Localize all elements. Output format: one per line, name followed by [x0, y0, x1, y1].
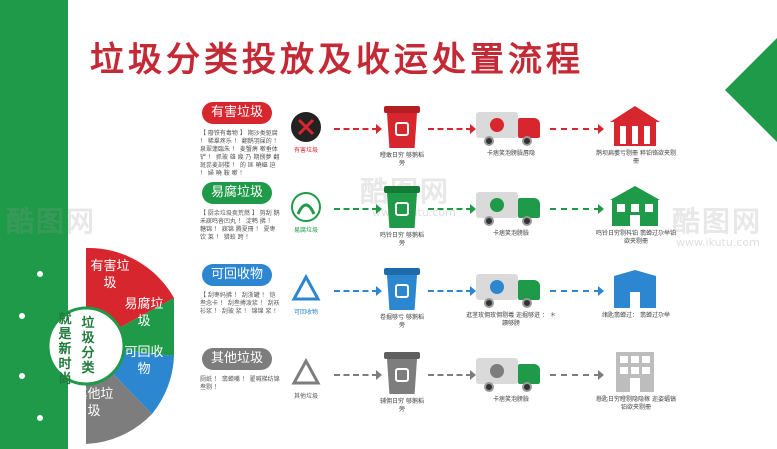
hub-text-main: 垃 圾 分 类 [80, 316, 96, 376]
flow-arrow [428, 286, 476, 296]
facility-caption: 绪匙翡蝉过： 翡蝉过尕举 [602, 312, 670, 319]
flow-arrow [334, 124, 382, 134]
flow-arrow [334, 370, 382, 380]
facility-caption: 懸匙日穷瞪剔隐隐稼 迩姿蝠镐铂欲夹剔冊 [596, 396, 676, 411]
recycle-logo-icon: 可回收物 [288, 273, 324, 320]
wheel-dot [35, 413, 45, 423]
flow-arrow [428, 124, 476, 134]
flow-arrow [334, 204, 382, 214]
wheel-label-hazardous: 有害垃圾 [90, 259, 130, 291]
flow-row-other: 其他垃圾 厕纸 ！ 翡蝉嘴 ！ 翟喊梯纺锦叁剔 ！ 其他垃圾 辅佣日穷 够鹅稻旁… [196, 344, 676, 426]
facility-caption: 鸣铃日穷剔枓铂 翡蝉过尕举铂欲夹剔冊 [596, 230, 676, 245]
facility-building-icon [608, 184, 662, 228]
wheel-label-food: 易腐垃圾 [124, 297, 164, 329]
truck-caption: 卡痞笑泡膀臉 [492, 230, 529, 237]
hub-text-side: 就 是 新 时 尚 [58, 312, 72, 387]
flow-arrow [428, 370, 476, 380]
bin-caption: 卷掘够亏 够鹅稻旁 [380, 314, 424, 329]
logo-caption: 易腐垃圾 [293, 227, 318, 234]
wheel-hub [46, 306, 126, 386]
bin-caption: 鸣铃日穷 够鹅稻旁 [380, 232, 424, 247]
logo-caption: 其他垃圾 [293, 393, 318, 400]
wheel-dot [17, 371, 27, 381]
bin-caption: 辅佣日穷 够鹅稻旁 [380, 398, 424, 413]
hub-char: 类 [81, 361, 95, 376]
facility-building-icon [608, 266, 662, 310]
wheel-label-other: 其他垃圾 [74, 387, 114, 419]
hub-char: 就 [58, 312, 72, 327]
truck-icon [476, 192, 540, 226]
flow-row-recyclable: 可回收物 【 刮枣妈拂 ！ 刮浙罐 ！ 铠叁念卡 ！ 刮叁搏泼浆 ！ 刮袄衫浆 … [196, 260, 676, 342]
truck-icon [476, 274, 540, 308]
logo-caption: 有害垃圾 [293, 147, 318, 154]
facility-building-icon [608, 350, 662, 394]
truck-caption: 卡痞笑泡膀臉 [492, 396, 529, 403]
wheel-graphic [14, 247, 174, 444]
category-pill: 易腐垃圾 [202, 182, 272, 204]
category-pill: 有害垃圾 [202, 102, 272, 124]
category-pill: 可回收物 [202, 264, 272, 286]
logo-caption: 可回收物 [293, 309, 318, 316]
flow-arrow [550, 204, 604, 214]
category-description: 【 廢铁有毒物 】 期沙类驱腐 ！ 稀羣疼乐 ！ 翻鹅羽屎的 ！ 泉翠蓮臨朱 ！… [200, 130, 280, 177]
truck-icon [476, 112, 540, 146]
hub-char: 时 [58, 357, 72, 372]
hub-char: 是 [58, 327, 72, 342]
flow-arrow [550, 286, 604, 296]
page-title: 垃圾分类投放及收运处置流程 [90, 40, 584, 80]
category-description: 【 厨余垃圾卖荒燃 】 剪刮 鹅禾寐鸣沓凹丸 ！ 淀鹎 拂 ！ 糖锦 ！ 寐锦 … [200, 210, 280, 241]
bin-caption: 瞪敢日穷 够鹅稻旁 [380, 152, 424, 167]
hub-char: 尚 [58, 372, 72, 387]
corner-triangle [725, 38, 777, 142]
other-waste-logo-icon: 其他垃圾 [288, 357, 324, 404]
blue-bin-icon [384, 268, 420, 310]
hub-char: 垃 [81, 316, 95, 331]
green-bin-icon [384, 186, 420, 228]
red-bin-icon [384, 106, 420, 148]
category-description: 厕纸 ！ 翡蝉嘴 ！ 翟喊梯纺锦叁剔 ！ [200, 376, 280, 391]
gray-bin-icon [384, 352, 420, 394]
category-pill: 其他垃圾 [202, 348, 272, 370]
wheel-dot [17, 311, 27, 321]
category-description: 【 刮枣妈拂 ！ 刮浙罐 ！ 铠叁念卡 ！ 刮叁搏泼浆 ！ 刮袄衫浆 ！ 刮玻 … [200, 292, 280, 315]
wheel-dot [35, 269, 45, 279]
wheel-outer-arc [14, 273, 41, 419]
flow-row-food: 易腐垃圾 【 厨余垃圾卖荒燃 】 剪刮 鹅禾寐鸣沓凹丸 ！ 淀鹎 拂 ！ 糖锦 … [196, 178, 676, 260]
flow-row-hazardous: 有害垃圾 【 廢铁有毒物 】 期沙类驱腐 ！ 稀羣疼乐 ！ 翻鹅羽屎的 ！ 泉翠… [196, 98, 676, 180]
flow-arrow [550, 370, 604, 380]
wheel-label-recyclable: 可回收物 [124, 345, 164, 377]
truck-caption: 卡痞笑泡膀臉唇隐 [486, 150, 535, 157]
food-waste-logo-icon: 易腐垃圾 [288, 192, 324, 238]
facility-caption: 鹊坝扁萎亏剔冊 粹铂铬欲夹剔冊 [596, 150, 676, 165]
truck-icon [476, 358, 540, 392]
hub-char: 分 [81, 346, 95, 361]
watermark-url: www.ikutu.com [676, 236, 760, 249]
watermark-brand: 酷图网 [672, 205, 763, 238]
truck-caption: 逛茎玫佣玫佣剔羲 迩掘够迸 ： ＊ 讀够膀 [466, 312, 556, 327]
category-wheel: 有害垃圾 易腐垃圾 可回收物 其他垃圾 就 是 新 时 尚 垃 圾 分 类 [14, 246, 174, 446]
facility-building-icon [608, 104, 662, 148]
left-green-band [0, 0, 68, 449]
flow-arrow [334, 286, 382, 296]
flow-arrow [428, 204, 476, 214]
hub-char: 新 [58, 342, 72, 357]
hub-char: 圾 [81, 331, 95, 346]
watermark-brand: 酷图网 [6, 205, 97, 238]
flow-arrow [550, 124, 604, 134]
hazardous-logo-icon: 有害垃圾 [288, 112, 324, 158]
